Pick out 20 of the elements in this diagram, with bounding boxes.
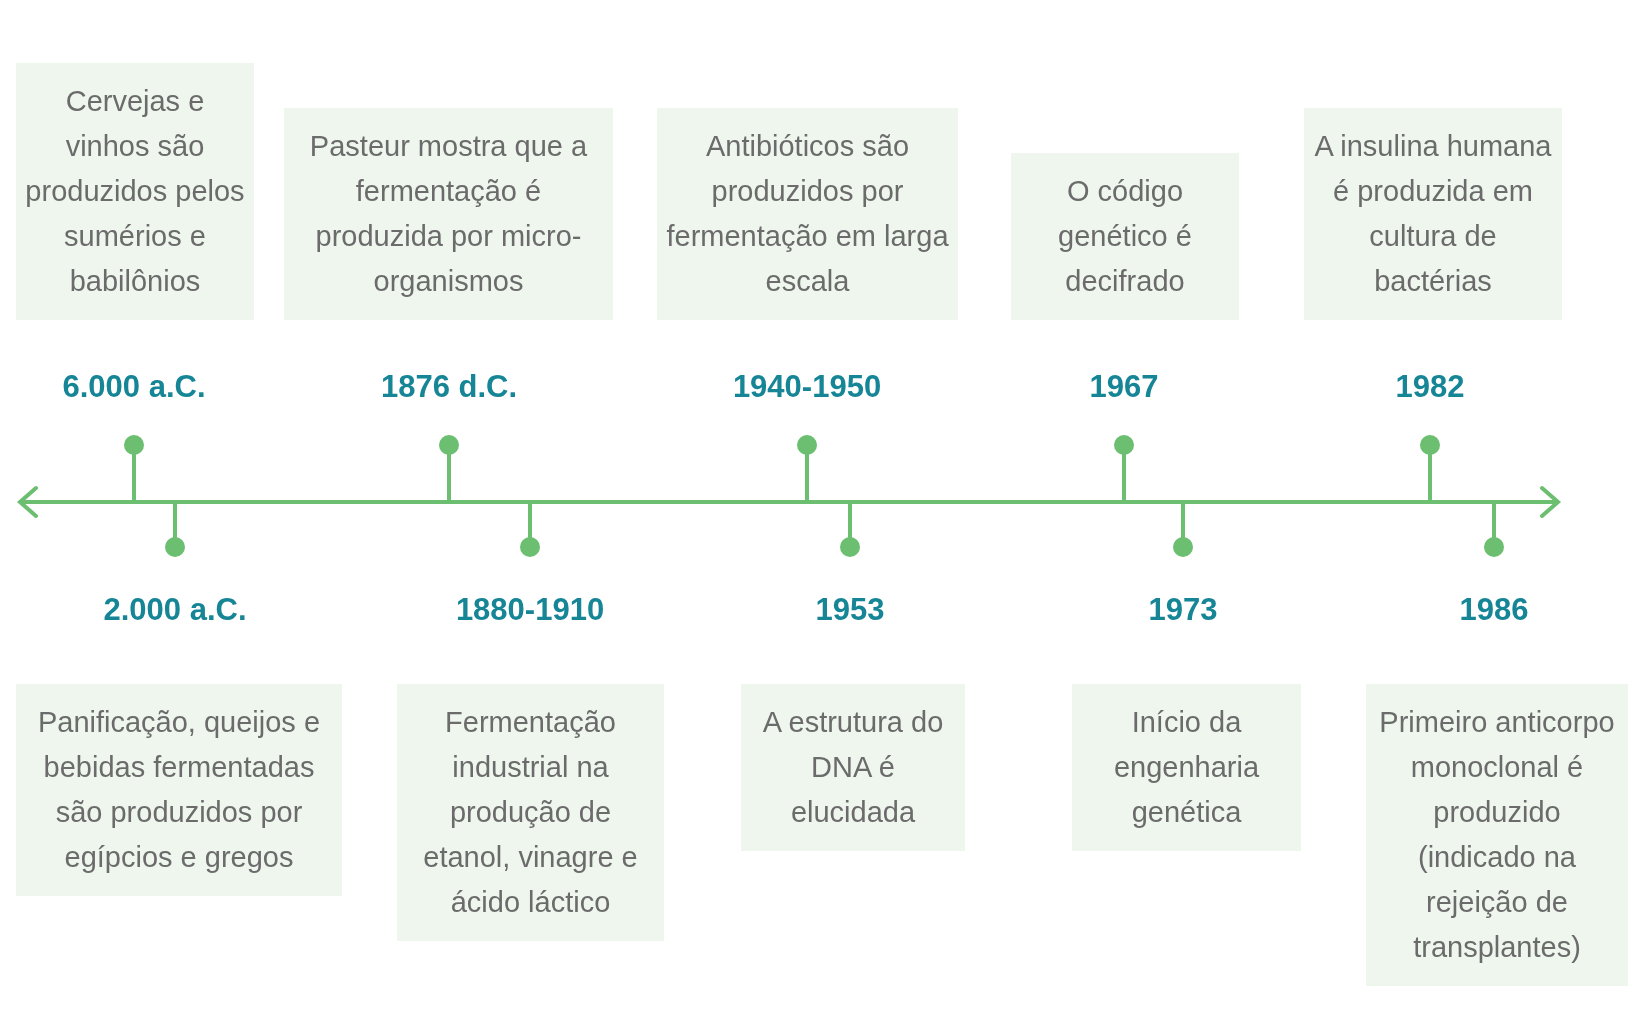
event-description: Pasteur mostra que a fermentação é produzida por micro-organismos (308, 129, 589, 299)
event-description: Antibióticos são produzidos por fermentação em larga escala (665, 129, 950, 299)
event-description: O código genético é decifrado (1057, 174, 1193, 299)
event-description: Cervejas e vinhos são produzidos pelos sumérios e babilônios (24, 84, 246, 299)
date-label: 6.000 a.C. (62, 369, 206, 405)
event-description: Início da engenharia genética (1112, 705, 1261, 830)
event-description: Fermentação industrial na produção de etanol, vinagre e ácido láctico (422, 705, 639, 920)
date-label: 2.000 a.C. (103, 592, 247, 628)
date-label: 1986 (1459, 592, 1529, 628)
date-label: 1967 (1089, 369, 1159, 405)
event-description: Panificação, queijos e bebidas fermentadas são produzidos por egípcios e gregos (36, 705, 322, 875)
date-label: 1876 d.C. (380, 369, 518, 405)
date-label: 1953 (815, 592, 885, 628)
date-label: 1973 (1148, 592, 1218, 628)
date-label: 1982 (1395, 369, 1465, 405)
event-description: A insulina humana é produzida em cultura de bactérias (1313, 129, 1553, 299)
date-label: 1880-1910 (455, 592, 605, 628)
event-description: A estrutura do DNA é elucidada (761, 705, 945, 830)
date-label: 1940-1950 (732, 369, 882, 405)
event-description: Primeiro anticorpo monoclonal é produzido (indicado na rejeição de transplantes) (1378, 705, 1616, 965)
